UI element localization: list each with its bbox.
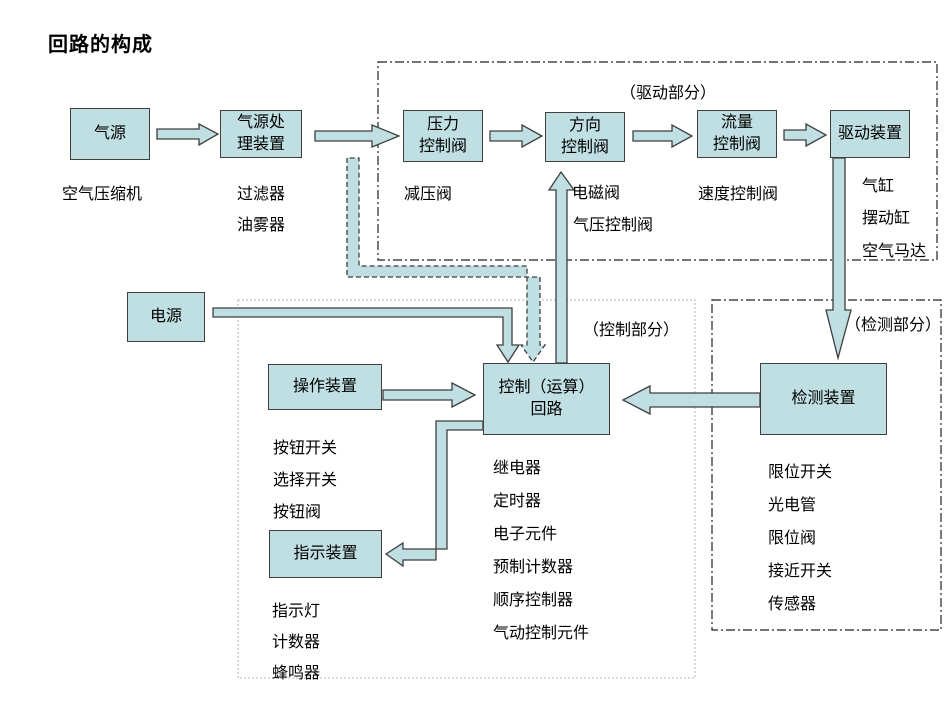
box-air-source: 气源 <box>70 108 150 160</box>
arrow-detection-to-control-circuit <box>621 384 761 416</box>
list-item: 限位阀 <box>768 530 817 547</box>
drive-section-frame <box>377 61 938 261</box>
caption-air-compressor: 空气压缩机 <box>62 186 143 203</box>
box-detection-device: 检测装置 <box>760 363 887 435</box>
caption-pneumatic-control-valve: 气压控制阀 <box>573 217 654 234</box>
list-item: 接近开关 <box>768 563 833 580</box>
drive-section-label: （驱动部分） <box>620 85 717 102</box>
caption-swing-cylinder: 摆动缸 <box>862 210 911 227</box>
box-power: 电源 <box>127 292 205 342</box>
caption-oiler: 油雾器 <box>237 217 286 234</box>
list-item: 继电器 <box>493 460 542 477</box>
box-control-circuit: 控制（运算） 回路 <box>483 363 610 435</box>
arrow-flow-valve-to-drive <box>783 122 828 148</box>
arrow-control-circuit-to-direction-valve <box>547 170 576 364</box>
list-item: 按钮阀 <box>273 504 322 521</box>
control-circuit-list: 继电器 定时器 电子元件 预制计数器 顺序控制器 气动控制元件 <box>493 452 589 650</box>
box-air-treatment: 气源处 理装置 <box>220 110 302 158</box>
list-item: 预制计数器 <box>493 559 574 576</box>
list-item: 顺序控制器 <box>493 592 574 609</box>
list-item: 选择开关 <box>273 472 338 489</box>
detect-section-frame <box>711 299 942 631</box>
arrow-operation-to-control-circuit <box>382 381 477 409</box>
arrow-control-circuit-to-indicator <box>384 420 484 568</box>
list-item: 气动控制元件 <box>493 625 590 642</box>
list-item: 指示灯 <box>272 603 321 620</box>
detect-section-label: （检测部分） <box>845 317 942 334</box>
caption-filter: 过滤器 <box>237 186 286 203</box>
control-section-label: （控制部分） <box>583 322 680 339</box>
indicator-device-list: 指示灯 计数器 蜂鸣器 <box>272 596 320 689</box>
caption-cylinder: 气缸 <box>862 178 895 195</box>
box-operation-device: 操作装置 <box>268 364 382 410</box>
list-item: 蜂鸣器 <box>272 665 321 682</box>
arrow-pressure-to-direction-valve <box>489 123 544 149</box>
box-pressure-valve: 压力 控制阀 <box>403 110 483 162</box>
list-item: 限位开关 <box>768 464 833 481</box>
caption-air-motor: 空气马达 <box>862 243 927 260</box>
list-item: 光电管 <box>768 497 817 514</box>
box-drive-device: 驱动装置 <box>830 110 910 158</box>
caption-solenoid-valve: 电磁阀 <box>572 185 621 202</box>
arrow-power-to-control-circuit <box>212 307 521 364</box>
list-item: 传感器 <box>768 596 817 613</box>
list-item: 计数器 <box>272 634 321 651</box>
box-indicator-device: 指示装置 <box>269 530 382 578</box>
control-section-frame <box>237 299 696 679</box>
page-title: 回路的构成 <box>48 34 153 56</box>
list-item: 按钮开关 <box>273 440 338 457</box>
box-direction-valve: 方向 控制阀 <box>545 112 625 162</box>
arrow-air-source-to-treatment <box>156 122 220 147</box>
operation-device-list: 按钮开关 选择开关 按钮阀 <box>273 433 337 529</box>
arrow-dashed-air-line-to-control-circuit <box>346 157 547 364</box>
caption-speed-control-valve: 速度控制阀 <box>698 186 779 203</box>
arrow-direction-to-flow-valve <box>632 123 694 149</box>
caption-reducing-valve: 减压阀 <box>404 186 453 203</box>
box-flow-valve: 流量 控制阀 <box>697 110 777 158</box>
arrow-treatment-to-pressure-valve <box>314 124 401 148</box>
detection-device-list: 限位开关 光电管 限位阀 接近开关 传感器 <box>768 456 832 621</box>
list-item: 定时器 <box>493 493 542 510</box>
arrow-drive-to-detection <box>825 157 852 361</box>
list-item: 电子元件 <box>493 526 558 543</box>
